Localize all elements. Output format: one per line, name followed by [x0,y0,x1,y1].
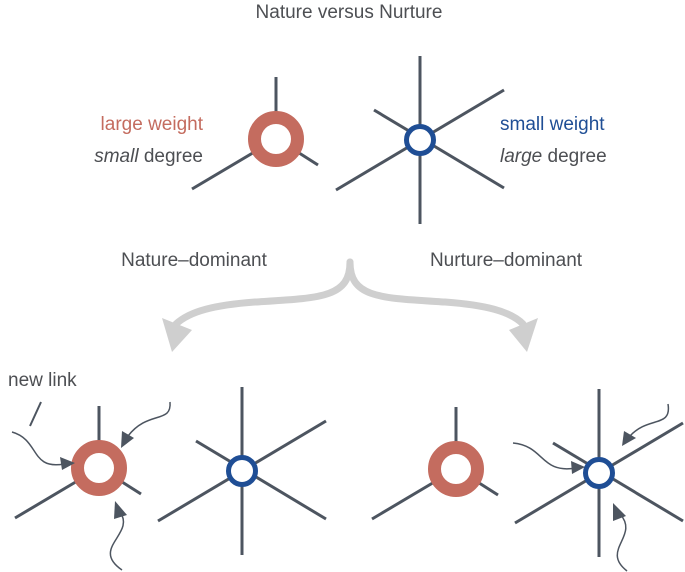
legend-large-weight: large weight [101,114,204,135]
new-link-arrowhead [121,431,134,448]
legend-small-weight: small weight [500,114,605,135]
legend-small-degree-rest: degree [139,146,203,167]
new-link-arrows-left [11,401,171,571]
bottom-right-heavy-node [370,405,500,521]
legend-large-degree-emphasis: large [500,146,542,167]
top-heavy-node [190,75,320,191]
new-link-label: new link [8,370,77,391]
heavy-node-circle [248,111,304,167]
new-link-arrow [127,401,171,437]
new-link-pointer [29,401,42,427]
branch-arrowhead-right [509,318,538,352]
legend-large-degree-rest: degree [542,146,606,167]
new-link-arrow [629,403,670,437]
branch-arrow-left [172,258,354,328]
hub-node-circle [226,455,258,487]
branch-arrowhead-left [162,318,192,352]
top-hub-node [334,54,506,226]
new-link-arrow [512,442,577,470]
bottom-left-hub-node [156,385,328,557]
nurture-dominant-label: Nurture–dominant [430,250,583,271]
nature-dominant-label: Nature–dominant [121,250,267,271]
branch-arrow-right [346,258,527,328]
heavy-node-circle [428,441,484,497]
new-link-arrowhead [622,431,636,446]
new-link-arrow [616,513,628,572]
hub-node-circle [583,457,615,489]
new-link-arrowhead [613,503,626,521]
branch-arrows [162,258,538,352]
new-link-arrowhead [114,501,127,519]
bottom-left-heavy-node [13,404,143,520]
new-link-arrowhead [571,461,585,474]
new-link-arrowhead [60,457,75,470]
bottom-right-hub-node [513,387,685,559]
new-link-arrow [109,511,125,571]
new-link-arrow [11,431,65,466]
legend-small-degree: small degree [94,146,203,167]
new-link-arrows-right [512,403,670,572]
legend-large-degree: large degree [500,146,607,167]
legend-small-degree-emphasis: small [94,146,139,167]
diagram-title: Nature versus Nurture [256,2,443,23]
hub-node-circle [404,124,436,156]
heavy-node-circle [71,440,127,496]
